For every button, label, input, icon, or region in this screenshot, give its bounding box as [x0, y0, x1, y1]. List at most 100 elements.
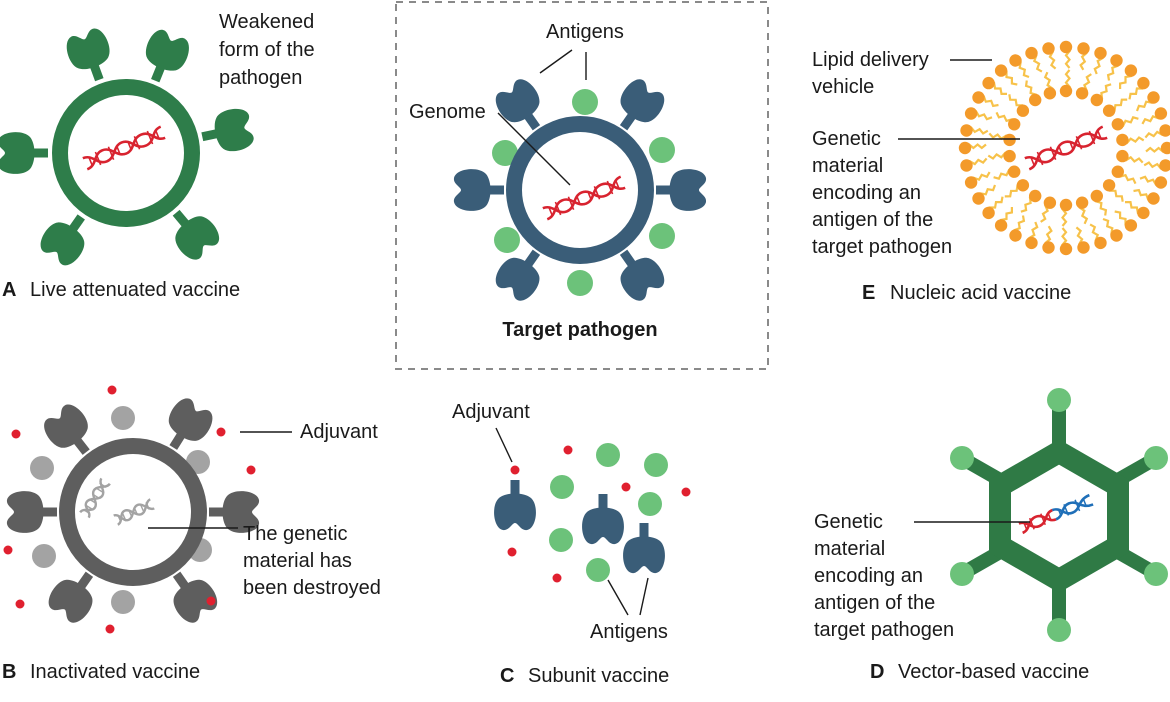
- vector-antigens: [950, 388, 1168, 642]
- lipid-head: [1137, 76, 1150, 90]
- lipid-head: [1042, 42, 1055, 55]
- lipid-head: [1102, 179, 1116, 192]
- target-pathogen-panel: Antigens Genome Target pathogen: [395, 1, 769, 370]
- destroyed-label: The genetic material has been destroyed: [243, 523, 381, 599]
- panel-a-caption: Live attenuated vaccine: [30, 279, 240, 301]
- subunit-antigens-leader: [607, 577, 649, 616]
- weakened-pathogen: [0, 25, 256, 270]
- lipid-head: [1009, 54, 1022, 67]
- lipid-head: [1090, 189, 1104, 203]
- lipid-head: [1116, 149, 1129, 163]
- target-pathogen-virus: [453, 74, 707, 306]
- lipid-head: [1159, 124, 1170, 137]
- vector-genetic-label: Genetic material encoding an antigen of …: [814, 511, 954, 641]
- lipid-head: [1077, 42, 1090, 55]
- lipid-head: [1025, 236, 1038, 250]
- panel-d-letter: D: [870, 661, 884, 683]
- lipid-head: [982, 76, 995, 90]
- lipid-head: [1075, 87, 1089, 100]
- lipid-head: [1147, 192, 1160, 205]
- lipid-head: [1090, 93, 1104, 107]
- panel-c-subunit: Adjuvant Antigens C Subunit vaccine: [452, 401, 691, 687]
- lipid-head: [1059, 40, 1073, 54]
- lipid-head: [1029, 189, 1042, 203]
- panel-e-caption: Nucleic acid vaccine: [890, 282, 1071, 304]
- subunit-antigens-label: Antigens: [590, 621, 668, 643]
- panel-a-live-attenuated: Weakened form of the pathogen A Live att…: [0, 11, 320, 301]
- lipid-head: [982, 206, 995, 220]
- surface-antigens: [492, 89, 675, 296]
- lipid-head: [1003, 149, 1016, 163]
- destroyed-dna-icon-1: [78, 477, 112, 519]
- adjuvant-label-c: Adjuvant: [452, 401, 530, 423]
- panel-c-caption: Subunit vaccine: [528, 665, 669, 687]
- antigens-label: Antigens: [546, 21, 624, 43]
- lipid-head: [960, 124, 973, 137]
- lipid-head: [1124, 64, 1138, 77]
- genome-leader-line: [497, 112, 571, 186]
- lipid-head: [994, 64, 1008, 77]
- lipid-head: [960, 159, 973, 172]
- lipid-head: [994, 219, 1008, 232]
- lipid-vehicle-label: Lipid delivery vehicle: [812, 49, 934, 98]
- panel-e-letter: E: [862, 282, 875, 304]
- lipid-head: [1059, 198, 1073, 212]
- adjuvant-label-b: Adjuvant: [300, 421, 378, 443]
- lipid-head: [964, 107, 978, 120]
- dashed-border: [395, 1, 769, 370]
- panel-b-inactivated: Adjuvant The genetic material has been d…: [2, 385, 381, 683]
- lipid-head: [1111, 165, 1125, 178]
- inactivated-pathogen: [6, 393, 260, 628]
- lipid-head: [1154, 176, 1168, 189]
- lipid-head: [972, 91, 985, 104]
- lipid-head: [1147, 91, 1160, 104]
- lipid-head: [964, 176, 978, 189]
- adjuvant-dots: [3, 385, 256, 634]
- panel-b-caption: Inactivated vaccine: [30, 661, 200, 683]
- panel-d-vector-based: Genetic material encoding an antigen of …: [814, 388, 1168, 683]
- subunit-spikes: [494, 480, 665, 574]
- lipid-head: [1154, 107, 1168, 120]
- subunit-antigens: [549, 443, 668, 582]
- lipid-head: [1160, 141, 1170, 155]
- lipid-head: [958, 141, 972, 155]
- genome-label: Genome: [409, 101, 486, 123]
- lipid-head: [1159, 159, 1170, 172]
- lipid-head: [1025, 46, 1038, 60]
- antigens-leader-lines: [539, 49, 587, 80]
- weakened-label: Weakened form of the pathogen: [219, 11, 320, 89]
- dna-strand-icon: [81, 124, 167, 172]
- lipid-head: [972, 192, 985, 205]
- panel-d-caption: Vector-based vaccine: [898, 661, 1089, 683]
- lipid-head: [1077, 241, 1090, 254]
- lipid-head: [1111, 118, 1125, 131]
- adjuvant-leader-c: [495, 427, 513, 463]
- lipid-head: [1009, 229, 1022, 242]
- inactivated-antigens: [30, 406, 212, 614]
- lipid-head: [1094, 236, 1107, 250]
- lipid-head: [1110, 229, 1123, 242]
- lipid-head: [1059, 84, 1073, 98]
- lipid-nanoparticle: [958, 40, 1170, 256]
- subunit-adjuvant-dots: [507, 445, 691, 583]
- lipid-head: [1016, 104, 1030, 117]
- lipid-head: [1003, 133, 1016, 147]
- lipid-head: [1042, 241, 1055, 254]
- panel-b-letter: B: [2, 661, 16, 683]
- viral-vector: [950, 388, 1168, 642]
- panel-e-nucleic-acid: Lipid delivery vehicle Genetic material …: [812, 40, 1170, 304]
- panel-c-letter: C: [500, 665, 514, 687]
- lipid-head: [1102, 104, 1116, 117]
- lipid-head: [1075, 196, 1089, 209]
- lipid-head: [1059, 242, 1073, 256]
- lipid-head: [1137, 206, 1150, 220]
- mrna-strand-icon: [1023, 124, 1109, 172]
- nucleic-genetic-label: Genetic material encoding an antigen of …: [812, 128, 952, 258]
- lipid-head: [1110, 54, 1123, 67]
- panel-a-letter: A: [2, 279, 16, 301]
- lipid-head: [1008, 118, 1021, 131]
- destroyed-dna-icon-2: [112, 498, 156, 526]
- lipid-head: [1016, 179, 1030, 192]
- lipid-head: [1029, 93, 1042, 107]
